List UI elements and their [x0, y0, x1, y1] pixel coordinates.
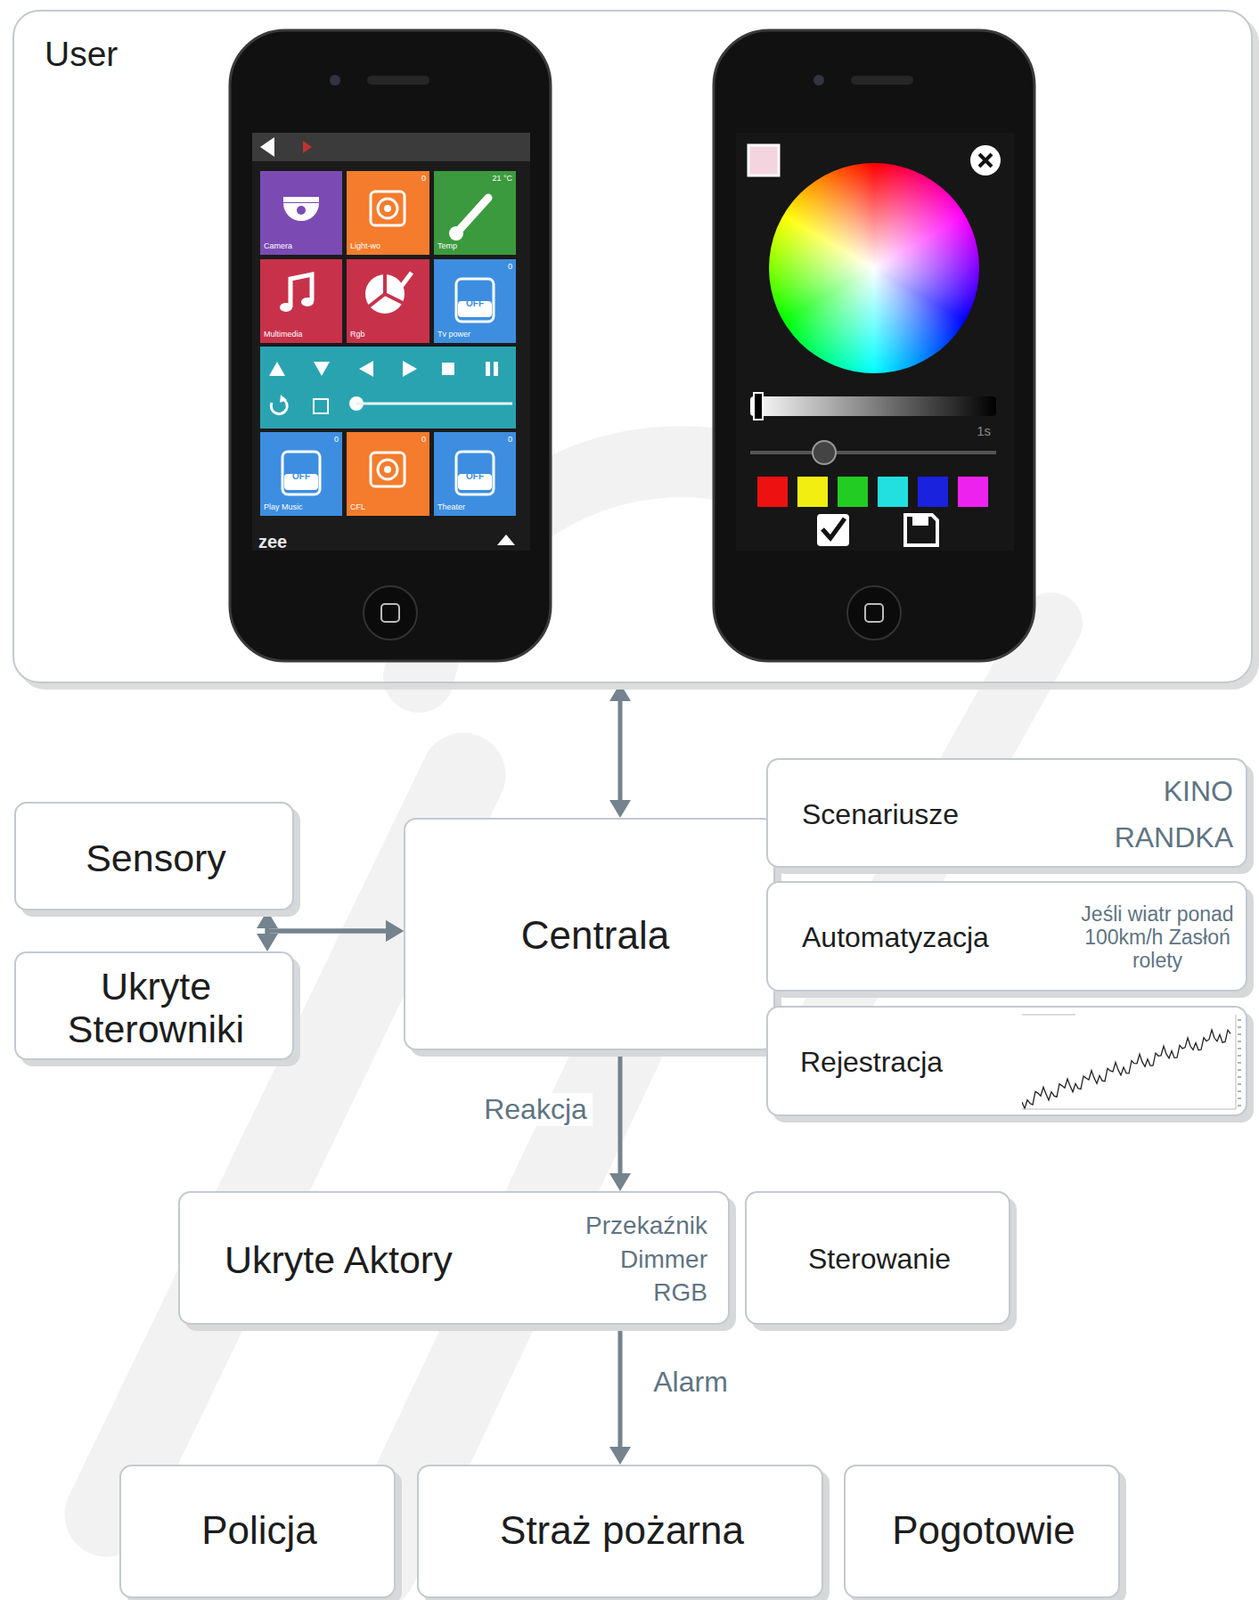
chart-illustration	[1021, 1013, 1245, 1113]
screen-label: Play Music	[263, 503, 303, 512]
screen-label: Theater	[437, 503, 466, 512]
node-detail: RGB	[529, 1278, 708, 1307]
node-title: Ukryte Aktory	[224, 1238, 519, 1282]
screen-label: 0	[507, 262, 513, 271]
color-wheel	[768, 163, 980, 374]
screen-label: 0	[334, 435, 339, 444]
controller-box: Ukryte Sterowniki	[14, 951, 295, 1061]
screen-label: 0	[421, 174, 426, 183]
node-detail: KINO	[1054, 776, 1234, 809]
connector-arrow	[609, 1324, 631, 1465]
edge-label: Alarm	[647, 1365, 734, 1399]
node-detail: Jeśli wiatr ponad 100km/h Zasłoń rolety	[1080, 903, 1235, 973]
node-title: Policja	[130, 1508, 389, 1553]
connector-arrow	[609, 683, 631, 818]
user-panel: User	[12, 9, 1253, 684]
screen-label: Multimedia	[263, 330, 303, 339]
screen-label: Rgb	[350, 330, 366, 339]
node-title: Automatyzacja	[801, 922, 1070, 955]
phone-right	[713, 30, 1035, 662]
phone-left	[229, 30, 551, 662]
screen-label: OFF	[465, 299, 484, 309]
node-title: Straż pożarna	[430, 1508, 814, 1553]
screen-label: zee	[258, 532, 287, 551]
connector-arrow	[256, 910, 404, 942]
control-box: Sterowanie	[744, 1191, 1011, 1325]
screen-label: OFF	[292, 472, 311, 482]
node-title: Ukryte Sterowniki	[22, 964, 290, 1051]
node-title: Centrala	[425, 913, 765, 957]
ambulance-box: Pogotowie	[843, 1464, 1121, 1599]
node-title: Pogotowie	[854, 1508, 1113, 1553]
screen-label: 0	[421, 435, 426, 444]
screen-label: CFL	[350, 503, 366, 512]
screen-label: 21 °C	[491, 174, 513, 183]
screen-label: Camera	[263, 242, 293, 251]
node-title: Scenariusze	[801, 799, 1052, 832]
connector-arrow	[256, 920, 404, 952]
screen-label: 1s	[976, 424, 991, 438]
screen-label: 0	[507, 435, 513, 444]
screen-label: Light-wo	[350, 242, 381, 251]
police-box: Policja	[119, 1464, 396, 1599]
node-title: Sterowanie	[759, 1243, 1000, 1276]
node-title: Sensory	[26, 836, 286, 880]
screen-label: OFF	[465, 472, 484, 482]
logging-box: Rejestracja	[766, 1005, 1248, 1117]
sensor-box: Sensory	[14, 801, 295, 911]
connector-arrow	[609, 1050, 631, 1192]
screen-label: Tv power	[437, 330, 471, 339]
node-detail: Przekaźnik	[529, 1211, 708, 1240]
node-detail: Dimmer	[529, 1245, 708, 1274]
node-title: Rejestracja	[800, 1046, 1023, 1080]
edge-label: Reakcja	[478, 1093, 593, 1127]
fire-brigade-box: Straż pożarna	[416, 1464, 824, 1599]
screen-label: Temp	[437, 242, 458, 251]
central-unit: Centrala	[403, 817, 776, 1051]
actuator-box: Ukryte Aktory PrzekaźnikDimmerRGB	[178, 1191, 730, 1325]
scenario-box: ScenariuszeKINO RANDKA	[766, 758, 1248, 868]
node-detail: RANDKA	[1054, 822, 1234, 855]
node-title: User	[44, 34, 223, 74]
automation-box: Automatyzacja Jeśli wiatr ponad 100km/h Z…	[766, 881, 1248, 992]
